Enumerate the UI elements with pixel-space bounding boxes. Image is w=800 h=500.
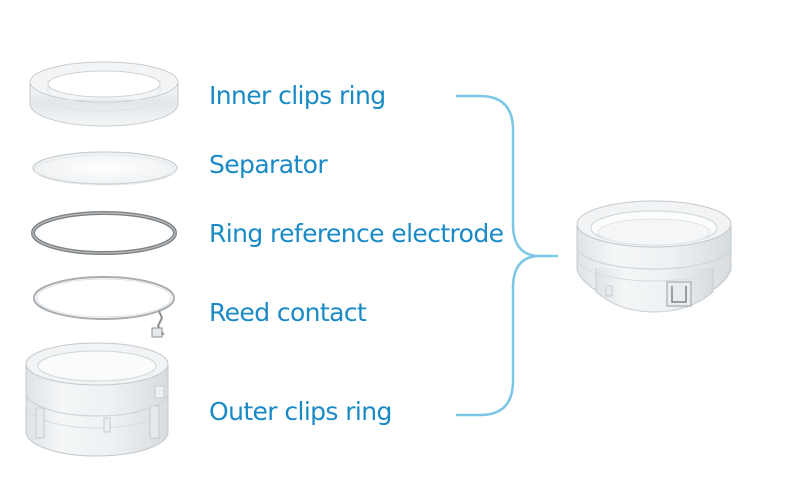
reed-contact-image bbox=[33, 276, 175, 338]
ring-reference-electrode-image bbox=[31, 211, 177, 255]
separator-image bbox=[32, 151, 178, 186]
label-outer-clips-ring: Outer clips ring bbox=[209, 397, 392, 426]
label-ring-reference-electrode: Ring reference electrode bbox=[209, 219, 504, 248]
label-separator: Separator bbox=[209, 150, 328, 179]
label-inner-clips-ring: Inner clips ring bbox=[209, 81, 386, 110]
assembled-sensor-image bbox=[576, 200, 732, 313]
assembly-bracket bbox=[455, 94, 559, 417]
outer-clips-ring-image bbox=[25, 342, 169, 457]
label-reed-contact: Reed contact bbox=[209, 298, 367, 327]
inner-clips-ring-image bbox=[29, 61, 179, 127]
